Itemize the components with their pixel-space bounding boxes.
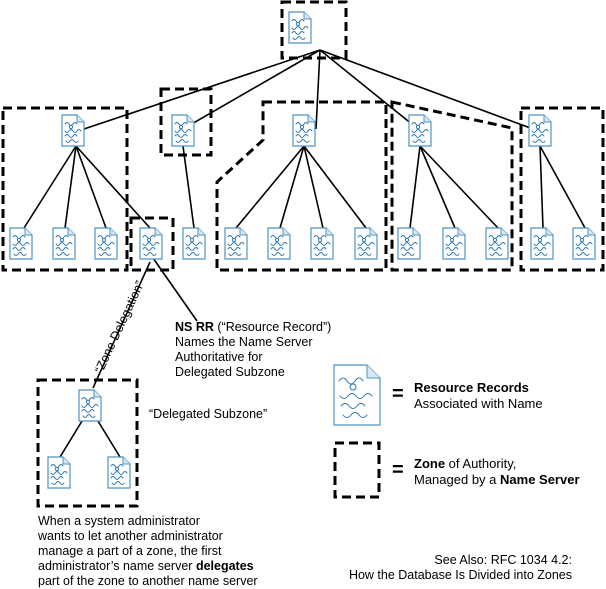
ns-rr-label: NS RR (“Resource Record”) Names the Name… bbox=[175, 320, 332, 379]
document-icon bbox=[182, 227, 206, 260]
document-icon bbox=[267, 227, 291, 260]
legend-zone-text: Zone of Authority, Managed by a Name Ser… bbox=[414, 456, 580, 487]
record-nodes bbox=[9, 11, 596, 489]
document-icon bbox=[139, 227, 163, 260]
dashed-box-icon bbox=[333, 441, 381, 499]
zone-right-middle bbox=[390, 100, 514, 272]
document-icon bbox=[9, 227, 33, 260]
document-icon bbox=[408, 114, 432, 147]
document-icon bbox=[442, 227, 466, 260]
zone-root bbox=[280, 0, 348, 60]
document-icon bbox=[572, 227, 596, 260]
legend-records-text: Resource Records Associated with Name bbox=[414, 380, 543, 411]
document-icon bbox=[333, 364, 381, 426]
zone-right bbox=[519, 106, 605, 272]
zone-delegated-leaf bbox=[129, 216, 175, 272]
document-icon bbox=[288, 11, 312, 44]
legend-equals-records: = bbox=[392, 383, 404, 405]
zone-delegation-label: “Zone Delegation” bbox=[92, 279, 147, 376]
zone-delegating-node bbox=[159, 87, 213, 157]
tree-edges bbox=[23, 49, 586, 458]
document-icon bbox=[52, 227, 76, 260]
document-icon bbox=[528, 114, 552, 147]
document-icon bbox=[224, 227, 248, 260]
zone-boxes bbox=[1, 0, 605, 508]
delegated-subzone-label: “Delegated Subzone” bbox=[149, 407, 268, 421]
document-icon bbox=[530, 227, 554, 260]
zone-left bbox=[1, 106, 129, 272]
zone-middle bbox=[215, 100, 388, 272]
document-icon bbox=[397, 227, 421, 260]
see-also-text: See Also: RFC 1034 4.2: How the Database… bbox=[348, 553, 572, 582]
document-icon bbox=[78, 389, 102, 422]
document-icon bbox=[107, 456, 131, 489]
document-icon bbox=[292, 114, 316, 147]
explanation-text: When a system administrator wants to let… bbox=[38, 514, 258, 588]
document-icon bbox=[61, 114, 85, 147]
document-icon bbox=[354, 227, 378, 260]
document-icon bbox=[485, 227, 509, 260]
document-icon bbox=[94, 227, 118, 260]
document-icon bbox=[171, 114, 195, 147]
document-icon bbox=[310, 227, 334, 260]
legend-equals-zone: = bbox=[392, 459, 404, 481]
zone-delegated-subzone bbox=[36, 378, 139, 508]
document-icon bbox=[47, 456, 71, 489]
